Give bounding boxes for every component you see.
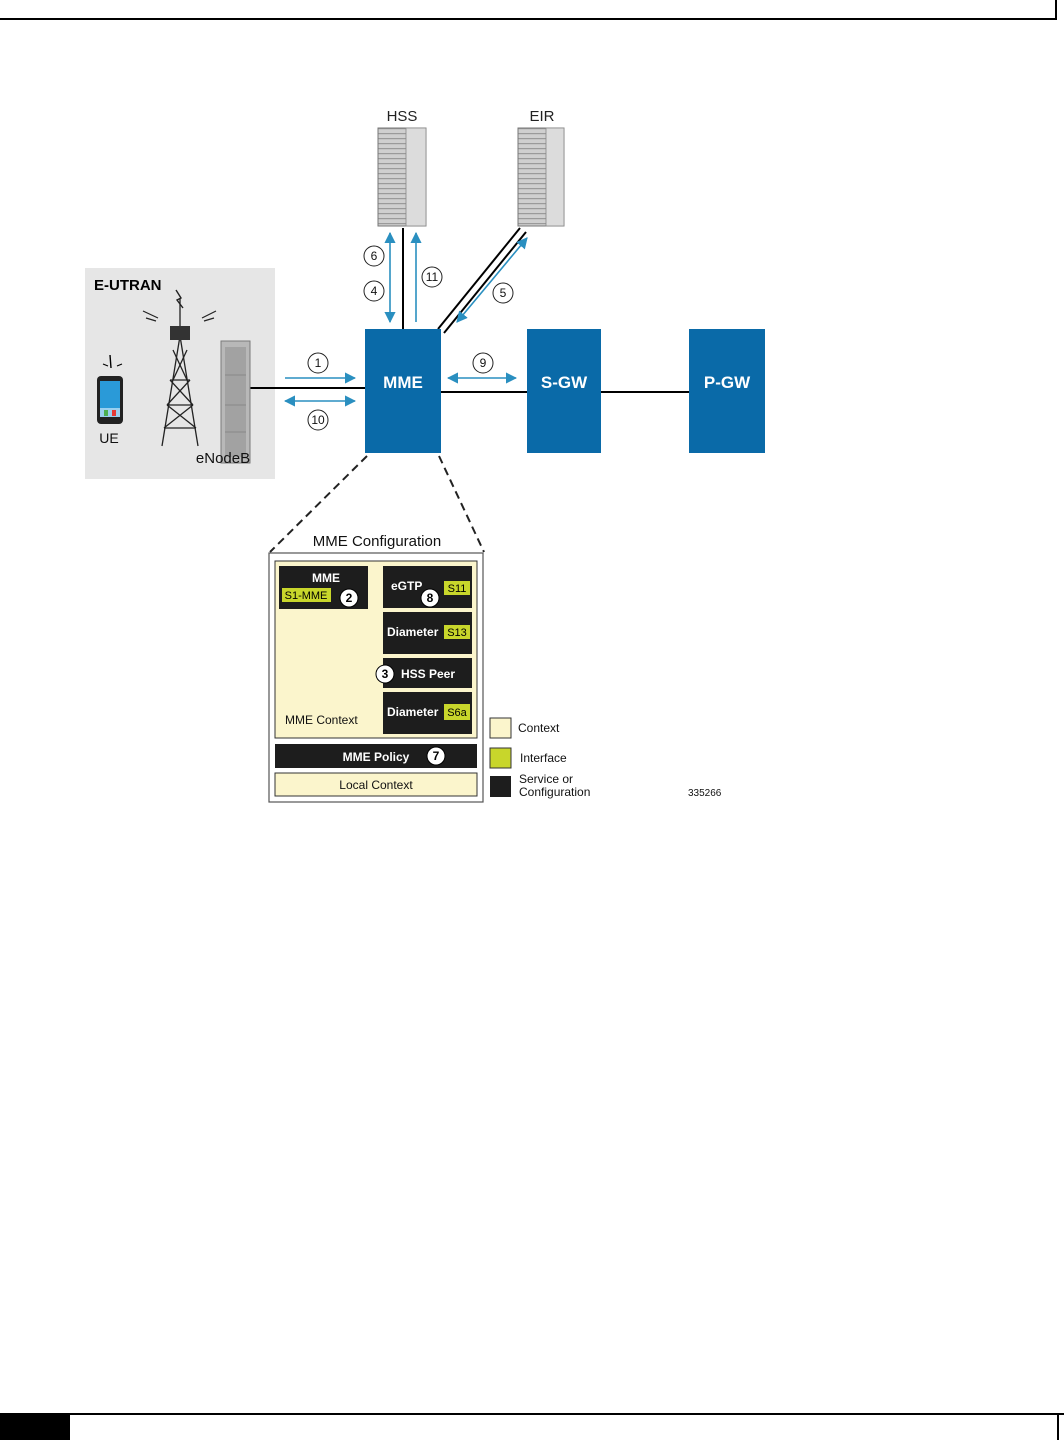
legend-context-label: Context (518, 721, 560, 735)
step-4: 4 (371, 284, 378, 298)
step-11: 11 (426, 270, 439, 284)
mme-policy-label: MME Policy (343, 750, 410, 764)
badge-2-label: 2 (346, 591, 353, 605)
mme-node (365, 329, 441, 453)
tower-icon (142, 289, 217, 447)
zoom-lines (269, 455, 485, 553)
local-context-box (274, 772, 478, 797)
badge-7 (426, 746, 446, 766)
footer-tab (0, 1413, 70, 1440)
eir-label: EIR (529, 108, 554, 125)
enodeb-label: eNodeB (196, 450, 250, 467)
step-1: 1 (315, 356, 322, 370)
ue-label: UE (99, 430, 118, 446)
badge-8 (420, 588, 440, 608)
step-6: 6 (371, 249, 378, 263)
s11-label: S11 (448, 583, 467, 595)
pgw-node-label: P-GW (704, 373, 751, 392)
footer-divider (1057, 1413, 1059, 1440)
egtp-label: eGTP (391, 579, 422, 593)
hss-peer-box (383, 658, 472, 688)
mme-service-label: MME (312, 571, 340, 585)
local-context-label: Local Context (339, 778, 413, 792)
s11-interface (444, 581, 470, 595)
badge-8-label: 8 (427, 591, 434, 605)
step-badges (307, 245, 514, 431)
legend-service-swatch (490, 776, 511, 797)
pgw-node (689, 329, 765, 453)
badge-7-label: 7 (433, 749, 440, 763)
diameter-s13-label: Diameter (387, 625, 439, 639)
legend: Context Interface Service or Configurati… (489, 717, 590, 799)
badge-3 (375, 664, 395, 684)
s6a-interface (444, 704, 470, 720)
s13-label: S13 (447, 627, 467, 639)
ue-phone-icon (97, 354, 123, 424)
legend-interface-swatch (489, 747, 512, 769)
footer-rule (0, 1413, 1064, 1415)
legend-service-label-1: Service or (519, 772, 573, 786)
diameter-s6a-label: Diameter (387, 705, 439, 719)
legend-context-swatch (489, 717, 512, 739)
badge-2 (339, 588, 359, 608)
s13-interface (444, 625, 470, 639)
config-title: MME Configuration (313, 533, 441, 550)
mme-node-label: MME (383, 373, 423, 392)
hss-server-icon (377, 127, 427, 227)
figure-id: 335266 (688, 788, 722, 799)
sgw-node (527, 329, 601, 453)
header-rule (0, 0, 1057, 20)
message-arrows (283, 231, 528, 407)
mme-context-label: MME Context (285, 713, 358, 727)
hss-peer-label: HSS Peer (401, 667, 455, 681)
s1mme-interface (282, 588, 331, 602)
enodeb-cabinet-icon (220, 340, 251, 464)
hss-label: HSS (387, 108, 418, 125)
step-9: 9 (480, 356, 487, 370)
eir-server-icon (517, 127, 565, 227)
sgw-node-label: S-GW (541, 373, 588, 392)
step-10: 10 (311, 413, 325, 427)
legend-service-label-2: Configuration (519, 785, 590, 799)
s6a-label: S6a (447, 707, 467, 719)
legend-interface-label: Interface (520, 751, 567, 765)
badge-3-label: 3 (382, 667, 389, 681)
step-5: 5 (500, 286, 507, 300)
eutran-label: E-UTRAN (94, 277, 162, 294)
s1mme-label: S1-MME (285, 590, 328, 602)
